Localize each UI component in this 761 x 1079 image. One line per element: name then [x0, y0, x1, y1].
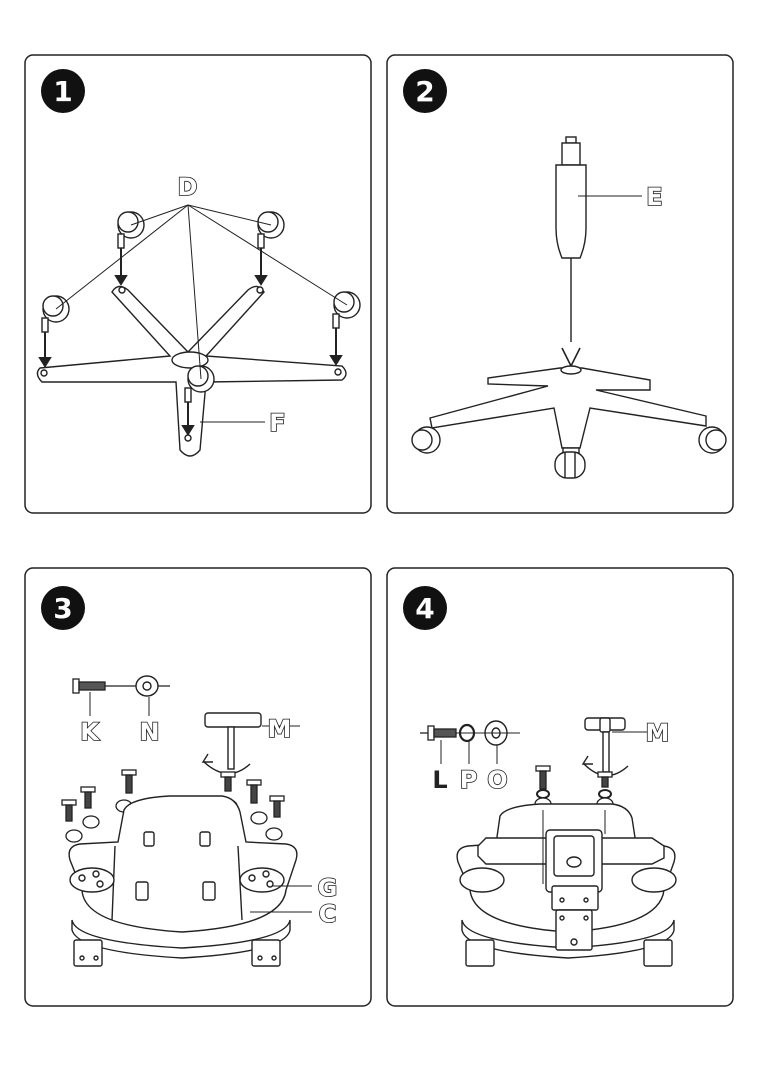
- gas-lift-label: E: [646, 183, 663, 211]
- seat-label: C: [319, 900, 338, 928]
- caster-wheel: [699, 427, 726, 453]
- step-3-panel: 3 K N M: [25, 568, 371, 1006]
- screw-label: L: [432, 766, 447, 794]
- step-2-number: 2: [415, 75, 434, 108]
- step-1-number: 1: [53, 75, 72, 108]
- washer-label: N: [139, 718, 160, 746]
- step-3-number: 3: [53, 592, 72, 625]
- plate-label: G: [318, 874, 339, 902]
- base-label: F: [269, 409, 286, 437]
- step-4-number: 4: [415, 592, 434, 625]
- hex-key-label: M: [268, 715, 293, 743]
- screw-label: K: [80, 718, 100, 746]
- spring-washer-label: P: [460, 766, 479, 794]
- washer-part: [136, 676, 158, 696]
- step-2-panel: 2 E: [387, 55, 733, 513]
- hex-key-label: M: [646, 719, 671, 747]
- caster-label: D: [178, 173, 199, 201]
- caster-wheel: [555, 452, 585, 478]
- flat-washer-label: O: [487, 766, 508, 794]
- step-1-panel: 1: [25, 55, 371, 513]
- step-4-panel: 4 L P O M: [387, 568, 733, 1006]
